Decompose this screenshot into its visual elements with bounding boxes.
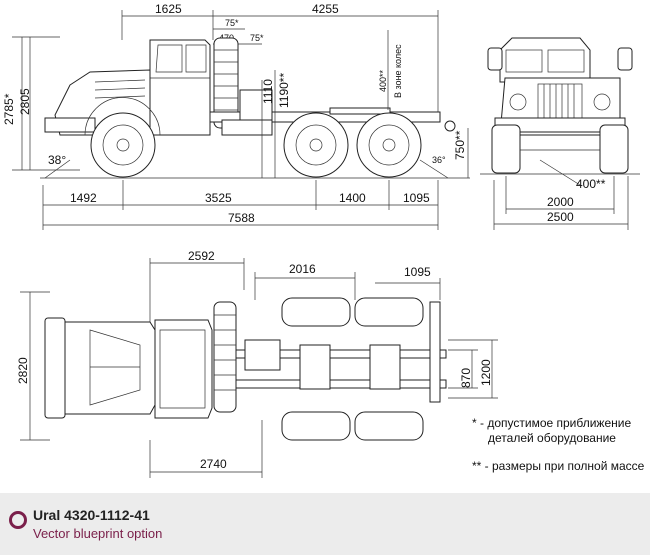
angle-38: 38° [48, 153, 66, 167]
dim-1625: 1625 [155, 2, 182, 16]
plan-tire-2 [354, 297, 424, 327]
dim-75a: 75* [225, 18, 239, 28]
dim-1095: 1095 [403, 191, 430, 205]
footer-title: Ural 4320-1112-41 [33, 507, 150, 523]
plan-tire-4 [354, 411, 424, 441]
dim-7588: 7588 [228, 211, 255, 225]
rear-wheel-1 [283, 112, 349, 178]
dim-750: 750** [453, 130, 467, 160]
dim-2805: 2805 [18, 88, 32, 115]
dim-3525: 3525 [205, 191, 232, 205]
front-dim-2500: 2500 [547, 210, 574, 224]
front-view: 400** 2000 2500 [480, 37, 640, 230]
front-dim-2000: 2000 [547, 195, 574, 209]
plan-dim-2016: 2016 [289, 262, 316, 276]
angle-36: 36° [432, 155, 446, 165]
dim-1400: 1400 [339, 191, 366, 205]
plan-tire-1 [281, 297, 351, 327]
plan-dim-2740: 2740 [200, 457, 227, 471]
front-dim-400: 400** [576, 177, 606, 191]
blueprint-drawing: 1625 4255 75* 470 75* 2785* 2805 [2, 2, 645, 478]
zone-label: В зоне колес [393, 44, 403, 98]
plan-dim-2820: 2820 [16, 357, 30, 384]
note-1-line-2: деталей оборудование [488, 431, 616, 445]
dim-1492: 1492 [70, 191, 97, 205]
plan-dim-870: 870 [459, 368, 473, 388]
notes: * - допустимое приближение деталей обору… [472, 416, 645, 473]
dim-1190: 1190** [277, 73, 291, 108]
footer-subtitle[interactable]: Vector blueprint option [33, 526, 163, 541]
dim-1110: 1110 [261, 79, 275, 104]
side-view: 1625 4255 75* 470 75* 2785* 2805 [2, 2, 470, 230]
dim-2785: 2785* [2, 93, 16, 125]
note-1-line-1: * - допустимое приближение [472, 416, 631, 430]
plan-dim-2592: 2592 [188, 249, 215, 263]
plan-tire-3 [281, 411, 351, 441]
dim-400-side: 400** [378, 69, 388, 92]
plan-dim-1095: 1095 [404, 265, 431, 279]
rear-wheel-2 [356, 112, 422, 178]
front-wheel [90, 112, 156, 178]
dim-75b: 75* [250, 33, 264, 43]
dim-4255: 4255 [312, 2, 339, 16]
note-2: ** - размеры при полной массе [472, 459, 645, 473]
ring-icon [9, 511, 27, 529]
plan-dim-1200: 1200 [479, 359, 493, 386]
plan-view: 2592 2016 1095 2820 [16, 249, 498, 478]
footer-bar: Ural 4320-1112-41 Vector blueprint optio… [0, 493, 650, 555]
